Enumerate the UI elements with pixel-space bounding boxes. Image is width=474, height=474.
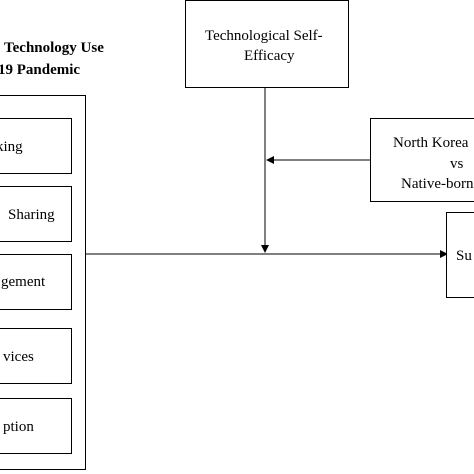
self-efficacy-line1: Technological Self-	[205, 28, 323, 44]
item-label-3: gement	[1, 274, 46, 290]
group-title-line1: Technology Use	[4, 40, 104, 56]
group-compare-line3: Native-born	[401, 176, 474, 192]
self-efficacy-box: Technological Self- Efficacy	[185, 0, 349, 88]
item-box-2: Sharing	[0, 186, 72, 242]
item-label-2: Sharing	[8, 207, 55, 223]
group-title-line2: 19 Pandemic	[0, 62, 81, 78]
group-compare-line2: vs	[450, 156, 464, 172]
outcome-box: Su	[446, 212, 474, 298]
self-efficacy-line2: Efficacy	[244, 48, 295, 64]
item-box-4: vices	[0, 328, 72, 384]
group-compare-box: North Korea vs Native-born	[370, 118, 474, 202]
outcome-label: Su	[456, 248, 472, 264]
item-box-1: king	[0, 118, 72, 174]
item-box-5: ption	[0, 398, 72, 454]
item-box-3: gement	[0, 254, 72, 310]
item-label-5: ption	[3, 419, 34, 435]
item-label-1: king	[0, 139, 23, 155]
item-label-4: vices	[3, 349, 34, 365]
group-compare-line1: North Korea	[393, 135, 469, 151]
